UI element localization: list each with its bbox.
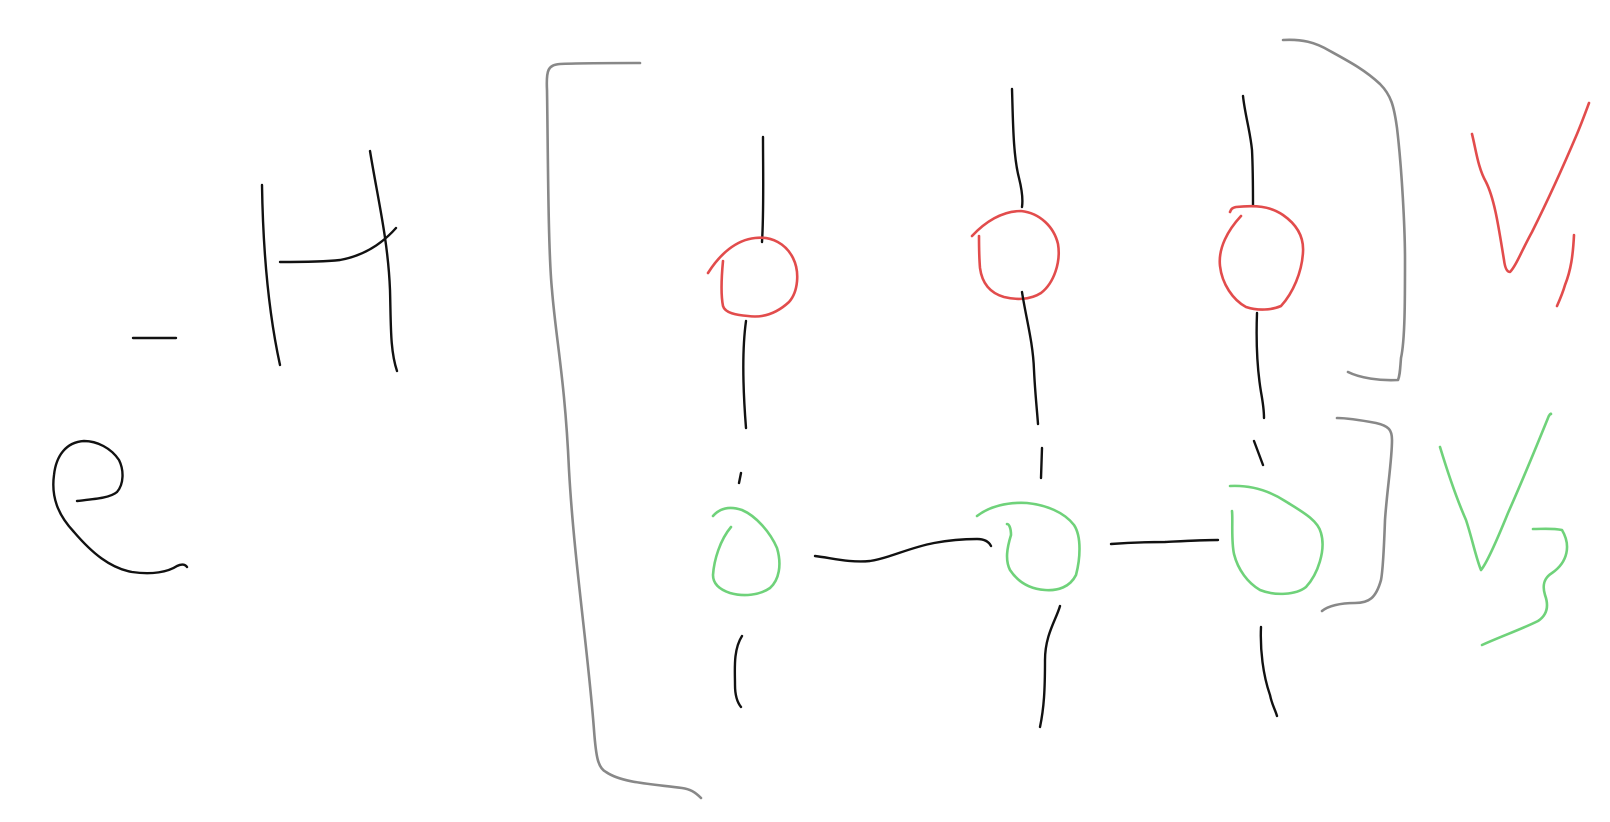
bottom-node-3-circle [1228,484,1324,596]
exponential-expression [52,149,399,575]
bottom-node-1-circle [711,506,781,597]
exponent-letter-H [260,149,399,373]
top-node-3-circle [1218,204,1305,311]
vertical-bond-2 [1039,446,1044,480]
top-node-1 [706,135,799,485]
top-node-3 [1218,94,1305,467]
right-bracket-v2 [1320,416,1394,613]
vertical-bond-1 [737,471,743,485]
top-node-2-down-leg [1020,290,1040,426]
top-node-2 [970,87,1060,480]
top-node-1-down-leg [742,319,748,430]
horizontal-bond-2 [1109,538,1220,546]
top-node-2-up-leg [1010,87,1024,209]
bottom-node-3 [1228,484,1324,718]
left-bracket [545,61,703,800]
bottom-node-2-leg [1038,604,1062,729]
top-node-2-circle [970,209,1060,301]
bottom-node-1 [711,506,781,709]
top-node-3-up-leg [1241,94,1255,208]
horizontal-bond-1 [813,537,993,563]
base-letter-e [52,439,189,575]
top-row-v1 [706,87,1305,485]
bottom-node-3-leg [1259,625,1279,718]
bottom-node-1-leg [733,634,744,709]
bottom-node-2 [975,501,1081,729]
vertical-bond-3 [1252,439,1265,467]
top-node-1-circle [706,236,799,318]
right-bracket-v1 [1281,38,1407,382]
top-node-3-down-leg [1255,311,1266,420]
bottom-node-2-circle [975,501,1081,592]
label-v1 [1470,101,1591,308]
bottom-row-v2 [711,484,1324,729]
label-v2 [1438,412,1569,647]
top-node-1-up-leg [760,135,765,244]
